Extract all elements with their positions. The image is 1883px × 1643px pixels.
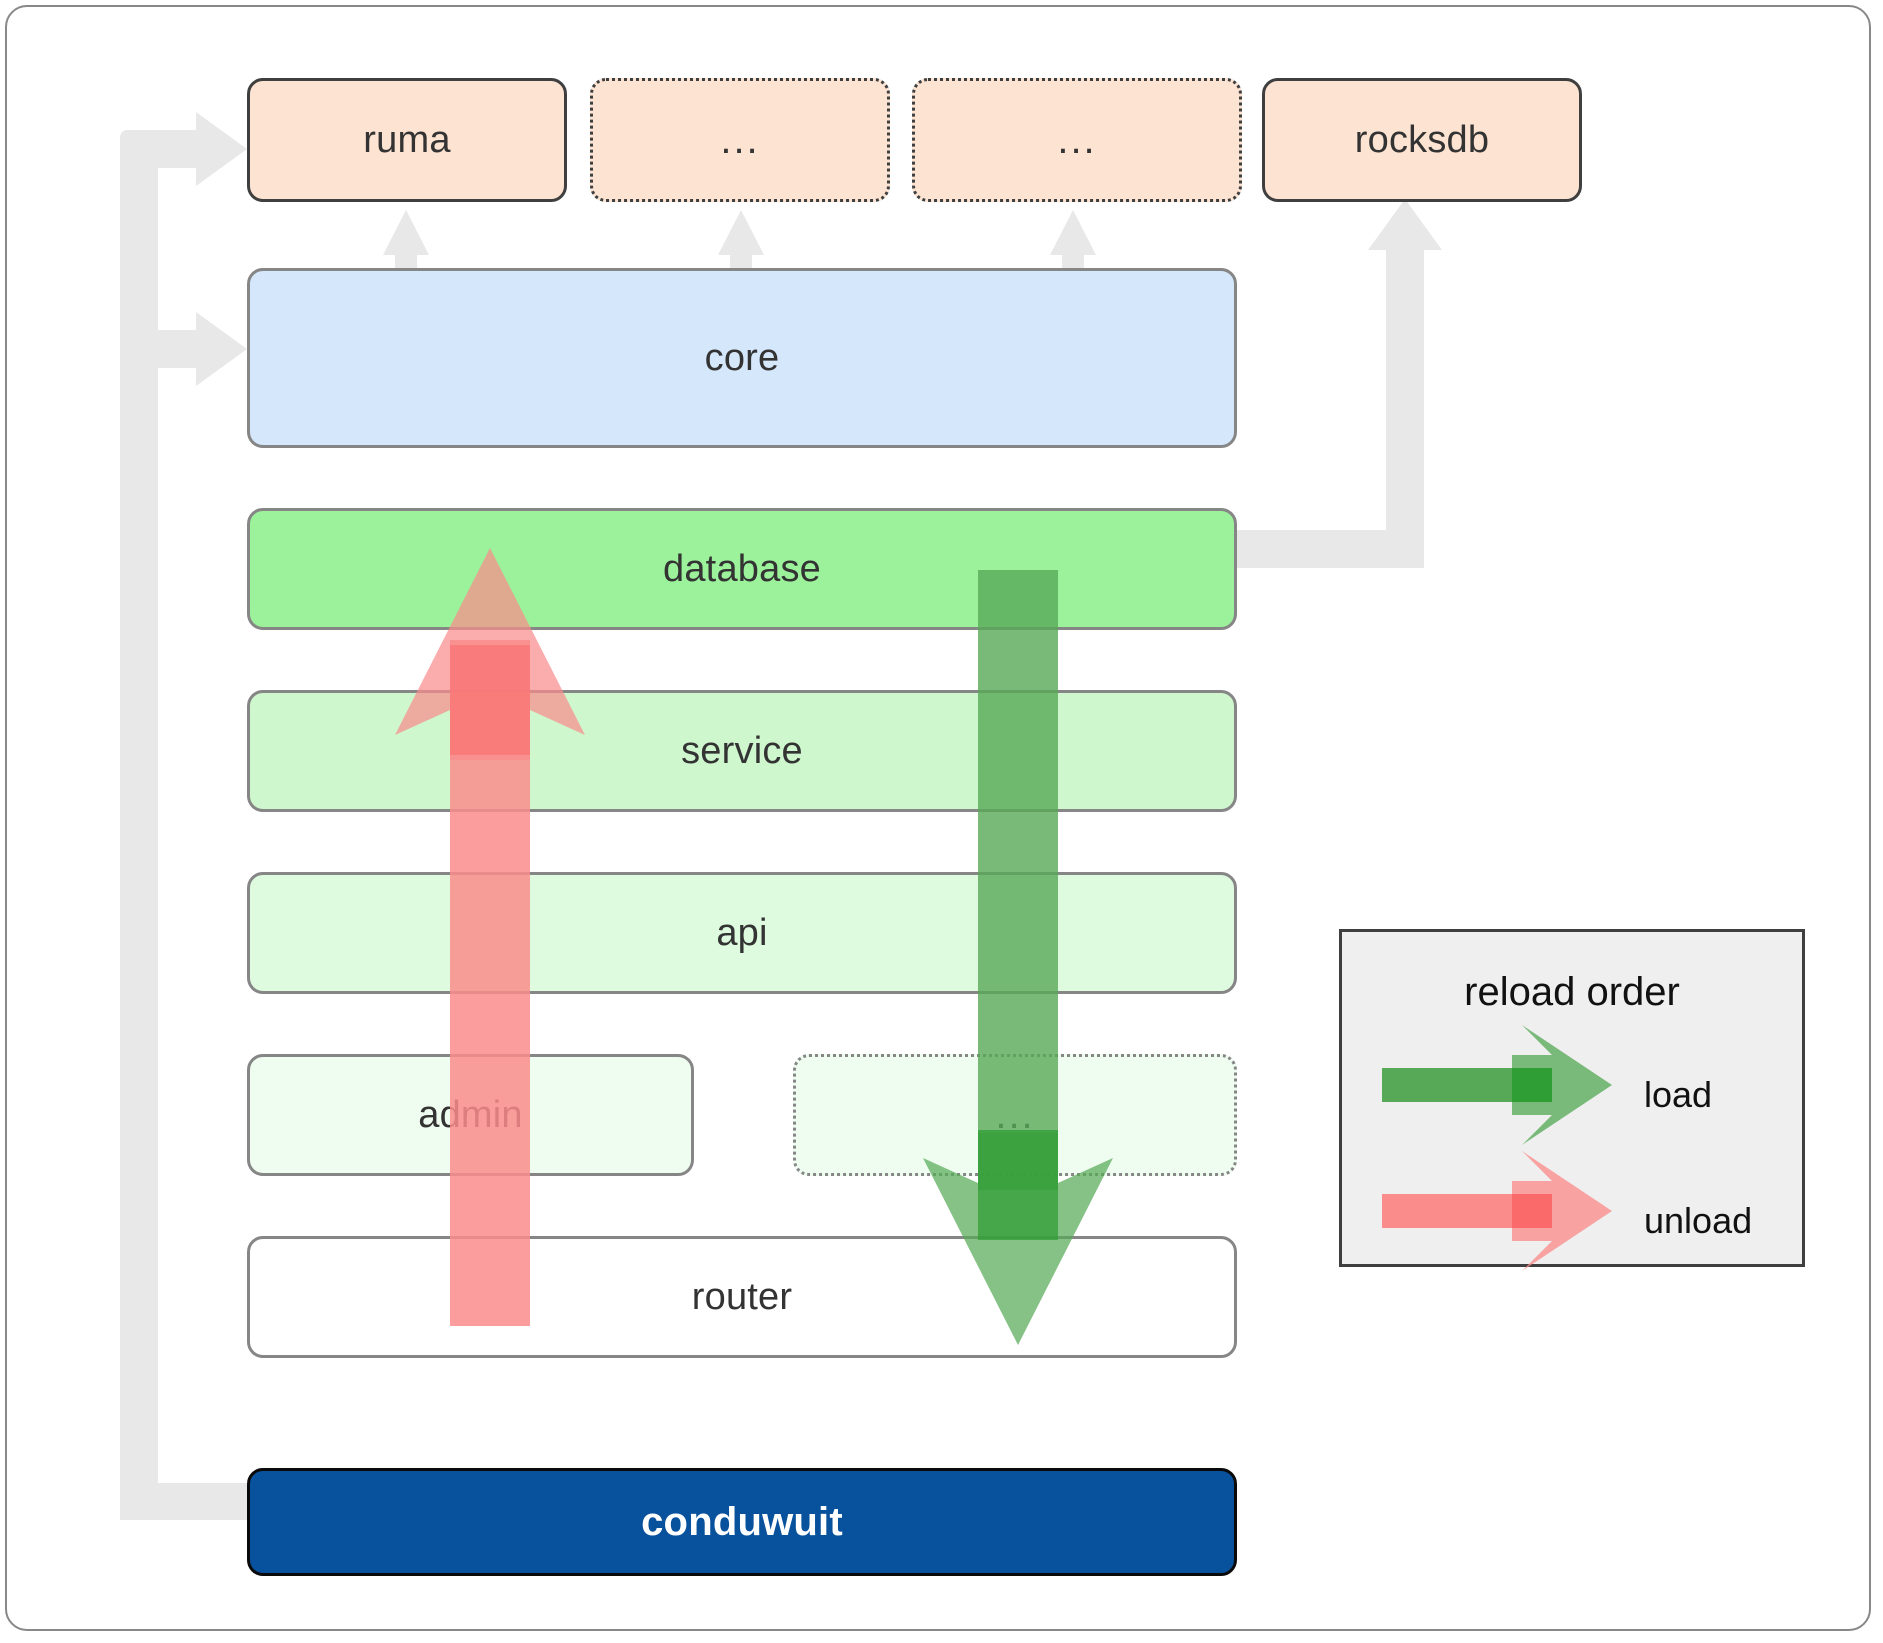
layer-label: service xyxy=(681,729,803,772)
crate-box-ruma[interactable]: ruma xyxy=(247,78,567,202)
binary-label: conduwuit xyxy=(641,1499,843,1544)
legend-title: reload order xyxy=(1464,970,1680,1014)
crate-label: rocksdb xyxy=(1354,118,1490,161)
crate-box-placeholder-1[interactable]: ... xyxy=(590,78,890,202)
layer-box-api[interactable]: api xyxy=(247,872,1237,994)
legend-row-load: load xyxy=(1342,1025,1802,1145)
crate-label: ... xyxy=(1057,117,1097,162)
layer-label: router xyxy=(691,1275,793,1318)
layer-box-router[interactable]: router xyxy=(247,1236,1237,1358)
layer-label: ... xyxy=(995,1092,1035,1137)
layer-box-admin[interactable]: admin xyxy=(247,1054,694,1176)
layer-box-database[interactable]: database xyxy=(247,508,1237,630)
legend-label-load: load xyxy=(1644,1074,1713,1115)
layer-box-placeholder[interactable]: ... xyxy=(793,1054,1237,1176)
legend-row-unload: unload xyxy=(1342,1151,1802,1271)
binary-box-conduwuit[interactable]: conduwuit xyxy=(247,1468,1237,1576)
crate-label: ... xyxy=(720,117,760,162)
unload-arrow-icon xyxy=(1382,1151,1612,1271)
legend-panel: reload order load unload xyxy=(1339,929,1805,1271)
core-label: core xyxy=(704,336,780,379)
core-box[interactable]: core xyxy=(247,268,1237,448)
layer-label: admin xyxy=(418,1093,523,1136)
layer-label: database xyxy=(663,547,821,590)
crate-box-rocksdb[interactable]: rocksdb xyxy=(1262,78,1582,202)
crate-label: ruma xyxy=(363,118,451,161)
legend-label-unload: unload xyxy=(1644,1200,1753,1241)
load-arrow-icon xyxy=(1382,1025,1612,1145)
layer-label: api xyxy=(716,911,768,954)
crate-box-placeholder-2[interactable]: ... xyxy=(912,78,1242,202)
layer-box-service[interactable]: service xyxy=(247,690,1237,812)
